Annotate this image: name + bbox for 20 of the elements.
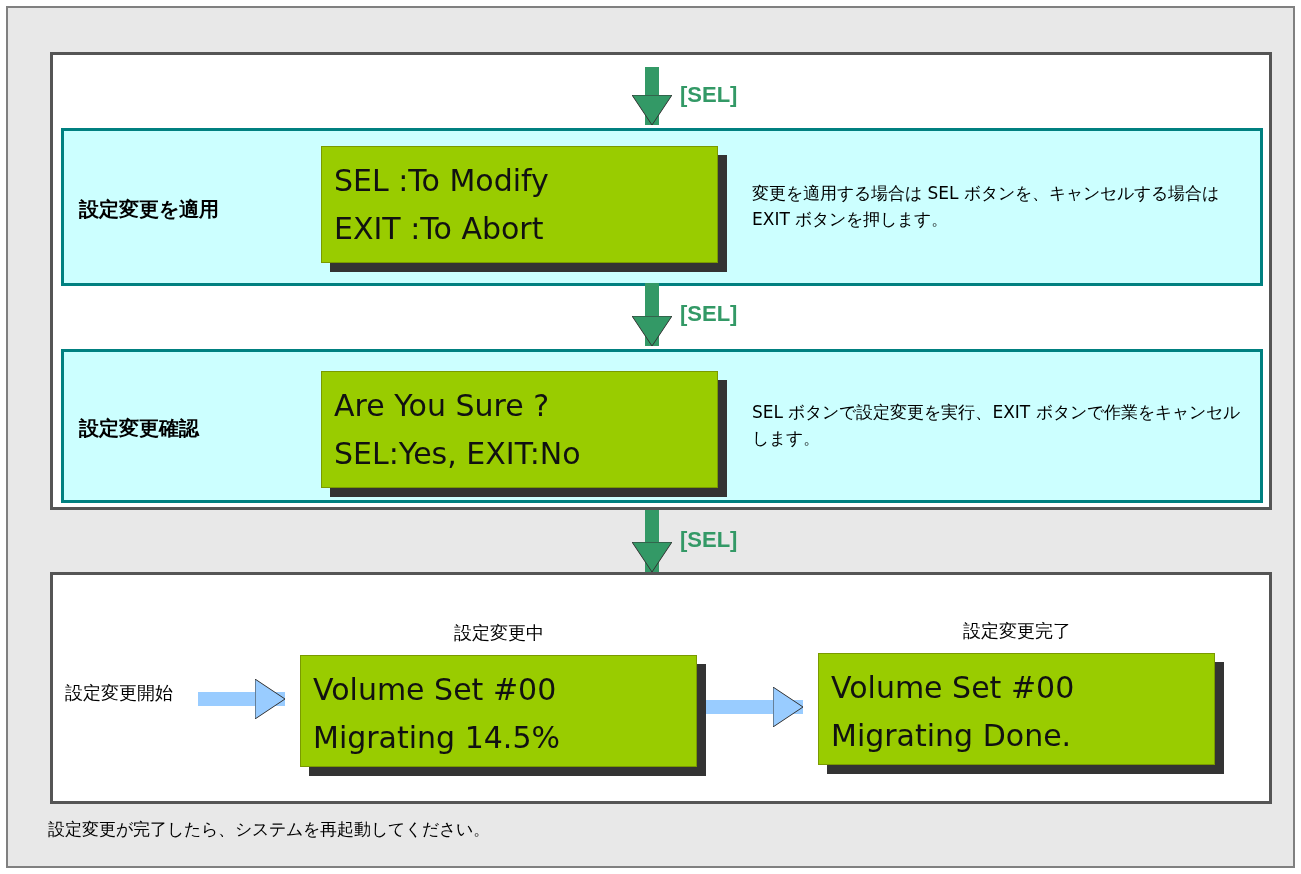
arrow — [198, 678, 286, 720]
arrow — [706, 686, 804, 728]
edge-label: [SEL] — [680, 300, 738, 327]
step-title: 設定変更確認 — [79, 415, 199, 442]
step-text: 設定変更開始 — [65, 678, 189, 708]
caption-text: 設定変更中 — [452, 621, 545, 645]
panel-frame — [50, 572, 1272, 804]
description-text: 変更を適用する場合は SEL ボタンを、キャンセルする場合は EXIT ボタンを押します。 — [752, 182, 1220, 231]
edge-label: [SEL] — [680, 527, 738, 553]
caption-text: 設定変更完了 — [961, 619, 1072, 643]
edge-label: [SEL] — [680, 82, 738, 108]
step-panel — [61, 349, 1263, 503]
arrow — [631, 510, 673, 573]
step-title: 設定変更を適用 — [79, 196, 219, 223]
arrow — [631, 67, 673, 126]
note-text: 設定変更が完了したら、システムを再起動してください。 — [48, 818, 490, 841]
description-text: SEL ボタンで設定変更を実行、EXIT ボタンで作業をキャンセルします。 — [752, 401, 1241, 450]
step-panel — [61, 128, 1263, 286]
panel-frame — [50, 52, 1272, 510]
arrow — [631, 283, 673, 347]
